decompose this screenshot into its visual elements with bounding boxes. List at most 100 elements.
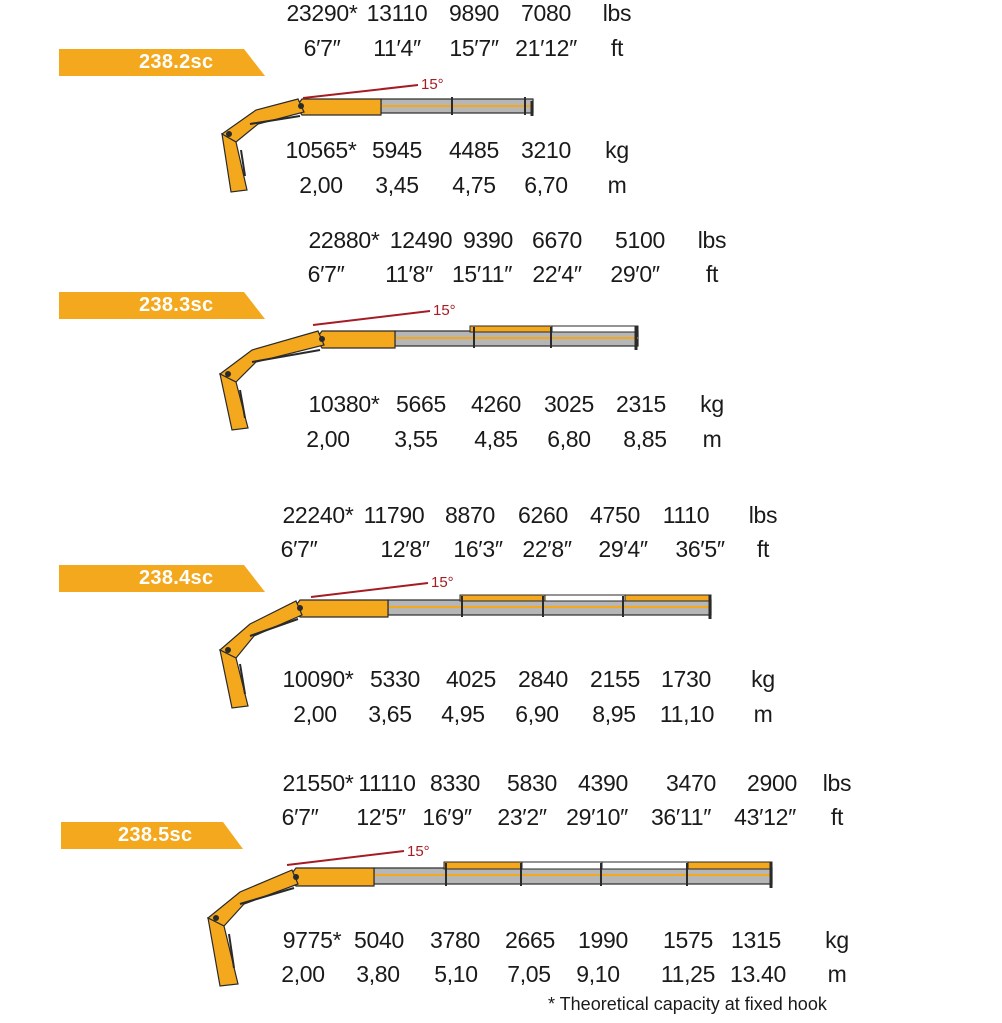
capacity-kg: 3780 [430,927,480,953]
reach-ft: 6′7″ [280,536,318,562]
capacity-lbs: 5830 [507,770,557,796]
capacity-kg: 2315 [616,391,666,417]
capacity-kg: 4485 [449,137,499,163]
capacity-kg: 5665 [396,391,446,417]
reach-m: 8,85 [623,426,667,452]
crane-diagram: 15° [206,843,773,987]
unit-ft: ft [830,804,844,830]
reach-m: 6,80 [547,426,591,452]
reach-ft: 15′7″ [449,35,499,61]
capacity-lbs: 23290* [286,0,358,26]
reach-m: 6,90 [515,701,559,727]
reach-ft: 36′11″ [650,804,712,830]
unit-kg: kg [700,391,724,417]
reach-ft: 29′10″ [566,804,628,830]
capacity-kg: 4260 [471,391,521,417]
reach-ft: 36′5″ [675,536,725,562]
capacity-kg: 1575 [663,927,713,953]
reach-ft: 16′3″ [453,536,503,562]
reach-ft: 6′7″ [281,804,319,830]
capacity-lbs: 13110 [366,0,428,26]
reach-m: 3,65 [368,701,412,727]
reach-m: 4,95 [441,701,485,727]
capacity-lbs: 12490 [389,227,453,253]
capacity-lbs: 4750 [590,502,640,528]
capacity-kg: 10090* [282,666,354,692]
capacity-kg: 5945 [372,137,422,163]
unit-m: m [753,701,773,727]
capacity-kg: 1990 [578,927,628,953]
svg-text:15°: 15° [407,843,430,860]
reach-m: 11,10 [659,701,715,727]
svg-text:15°: 15° [433,302,456,319]
reach-ft: 16′9″ [422,804,472,830]
reach-m: 9,10 [576,961,620,987]
reach-ft: 11′4″ [373,35,421,61]
reach-m: 7,05 [507,961,551,987]
crane-diagram: 15° [218,574,712,709]
capacity-lbs: 11790 [363,502,425,528]
unit-ft: ft [610,35,624,61]
reach-m: 13.40 [729,961,787,987]
unit-m: m [827,961,847,987]
unit-m: m [702,426,722,452]
capacity-lbs: 7080 [521,0,571,26]
reach-ft: 12′8″ [380,536,430,562]
reach-ft: 6′7″ [307,261,345,287]
unit-lbs: lbs [748,502,778,528]
reach-m: 4,75 [452,172,496,198]
reach-ft: 23′2″ [497,804,547,830]
reach-ft: 29′4″ [598,536,648,562]
reach-m: 11,25 [660,961,716,987]
model-banner: 238.3sc [59,292,265,319]
crane-diagram: 15° [220,76,534,193]
unit-kg: kg [751,666,775,692]
capacity-lbs: 11110 [358,770,416,796]
capacity-lbs: 8870 [445,502,495,528]
model-banner: 238.5sc [61,822,243,849]
capacity-kg: 2155 [590,666,640,692]
capacity-kg: 10380* [308,391,380,417]
reach-m: 5,10 [434,961,478,987]
capacity-lbs: 1110 [662,502,710,528]
capacity-kg: 1315 [731,927,781,953]
capacity-lbs: 3470 [666,770,716,796]
capacity-lbs: 5100 [615,227,665,253]
footnote: * Theoretical capacity at fixed hook [548,994,827,1014]
reach-m: 4,85 [474,426,518,452]
capacity-lbs: 21550* [282,770,354,796]
capacity-kg: 10565* [285,137,357,163]
reach-ft: 21′12″ [515,35,577,61]
model-banner: 238.4sc [59,565,265,592]
reach-m: 3,80 [356,961,400,987]
model-name: 238.2sc [139,51,214,73]
capacity-lbs: 6260 [518,502,568,528]
reach-ft: 12′5″ [356,804,406,830]
reach-ft: 43′12″ [734,804,796,830]
reach-m: 2,00 [281,961,325,987]
capacity-lbs: 9890 [449,0,499,26]
capacity-kg: 4025 [446,666,496,692]
model-name: 238.5sc [118,824,193,846]
reach-ft: 22′8″ [522,536,572,562]
svg-text:15°: 15° [421,76,444,93]
unit-m: m [607,172,627,198]
unit-lbs: lbs [602,0,632,26]
reach-ft: 15′11″ [451,261,513,287]
unit-lbs: lbs [822,770,852,796]
unit-kg: kg [825,927,849,953]
model-name: 238.4sc [139,567,214,589]
reach-m: 2,00 [299,172,343,198]
capacity-kg: 2665 [505,927,555,953]
capacity-lbs: 9390 [463,227,513,253]
unit-ft: ft [756,536,770,562]
capacity-kg: 3210 [521,137,571,163]
reach-ft: 22′4″ [532,261,582,287]
capacity-kg: 9775* [282,927,342,953]
reach-m: 2,00 [293,701,337,727]
capacity-kg: 3025 [544,391,594,417]
unit-lbs: lbs [697,227,727,253]
reach-ft: 11′8″ [385,261,433,287]
capacity-kg: 2840 [518,666,568,692]
capacity-lbs: 22240* [282,502,354,528]
